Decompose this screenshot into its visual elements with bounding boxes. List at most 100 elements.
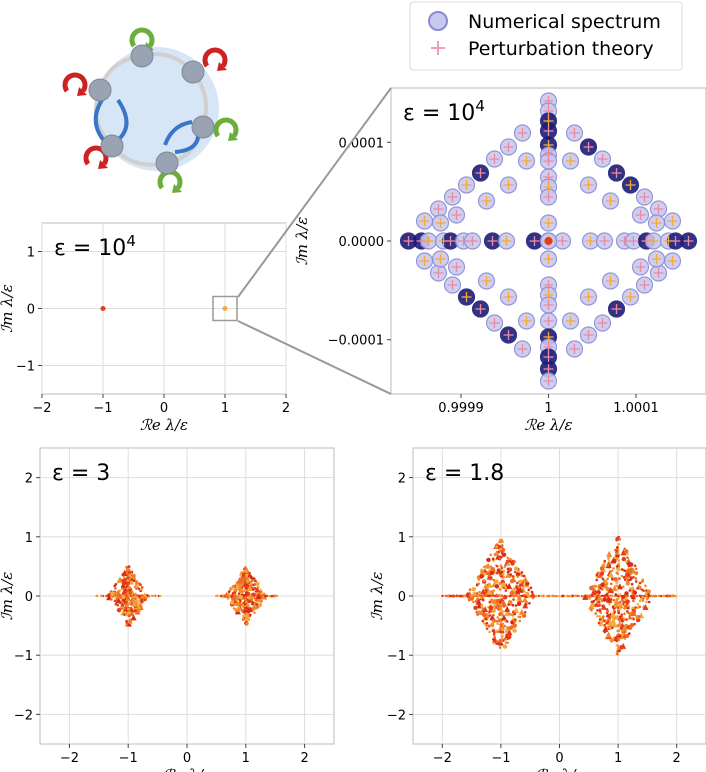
eigenvalue-point [592, 599, 596, 603]
eigenvalue-point [221, 594, 225, 598]
eigenvalue-point [524, 602, 528, 606]
eigenvalue-point [250, 595, 254, 599]
eigenvalue-point [645, 597, 649, 601]
eigenvalue-point [499, 623, 503, 626]
eigenvalue-point [506, 563, 509, 567]
eigenvalue-point [244, 606, 248, 610]
perturbation-marker [543, 126, 554, 136]
eigenvalue-point [529, 591, 536, 598]
eigenvalue-point [498, 646, 502, 649]
eigenvalue-point [482, 565, 486, 569]
perturbation-marker [447, 280, 458, 290]
eigenvalue-point [540, 594, 544, 598]
perturbation-marker [605, 196, 616, 206]
eigenvalue-point [647, 593, 650, 596]
eigenvalue-point [638, 599, 642, 603]
eigenvalue-point [502, 569, 506, 573]
eigenvalue-point [616, 577, 620, 581]
eigenvalue-point [619, 645, 623, 649]
eigenvalue-point [597, 621, 601, 625]
eigenvalue-point [488, 600, 492, 604]
eigenvalue-point [274, 594, 278, 597]
eigenvalue-point [615, 571, 619, 574]
eigenvalue-point [484, 564, 488, 568]
eigenvalue-point [594, 612, 597, 615]
perturbation-marker [543, 376, 554, 386]
perturbation-marker [543, 192, 554, 202]
eigenvalue-point [510, 561, 515, 566]
eigenvalue-point [252, 583, 255, 587]
eigenvalue-point [513, 612, 516, 615]
perturbation-marker [503, 330, 514, 340]
perturbation-marker [683, 236, 694, 246]
eigenvalue-point [518, 579, 523, 584]
perturbation-marker [583, 142, 594, 152]
eigenvalue-point [561, 594, 565, 598]
eigenvalue-point [125, 623, 129, 627]
eigenvalue-point [594, 585, 598, 588]
eigenvalue-point [615, 580, 619, 584]
eigenvalue-point [608, 602, 611, 606]
eigenvalue-point [545, 594, 548, 598]
eigenvalue-point [517, 569, 520, 572]
eigenvalue-point [222, 306, 228, 311]
eigenvalue-point [500, 570, 504, 574]
eigenvalue-point [245, 621, 249, 625]
eigenvalue-point [605, 611, 609, 615]
eigenvalue-point [496, 544, 499, 547]
eigenvalue-point [138, 594, 141, 598]
eigenvalue-point [254, 586, 261, 593]
eigenvalue-point [240, 571, 244, 574]
eigenvalue-point [496, 571, 499, 575]
eigenvalue-point [123, 607, 127, 611]
eigenvalue-point [599, 611, 603, 615]
eigenvalue-point [617, 611, 621, 615]
zoom-connector [237, 87, 392, 395]
perturbation-marker [565, 316, 576, 326]
eigenvalue-point [617, 597, 620, 600]
eigenvalue-point [466, 592, 470, 595]
eigenvalue-point [500, 566, 504, 570]
eigenvalue-point [525, 600, 529, 604]
eigenvalue-point [615, 639, 619, 643]
eigenvalue-point [488, 574, 491, 578]
eigenvalue-point [495, 640, 499, 644]
perturbation-marker [543, 218, 554, 228]
tick-label-y: 2 [25, 472, 33, 487]
perturbation-marker [489, 154, 500, 164]
eigenvalue-point [483, 585, 487, 589]
perturbation-marker [543, 96, 554, 106]
perturbation-marker [557, 236, 568, 246]
eigenvalue-point [509, 573, 513, 576]
eigenvalue-point [116, 593, 122, 598]
eigenvalue-point [603, 630, 607, 634]
tick-label-x: −2 [60, 751, 79, 766]
eigenvalue-point [512, 587, 516, 591]
eigenvalue-point [516, 581, 519, 585]
eigenvalue-point [522, 576, 529, 583]
eigenvalue-point [256, 596, 263, 603]
eigenvalue-point [623, 578, 627, 582]
eigenvalue-point [624, 633, 630, 638]
eigenvalue-point [603, 559, 607, 563]
eigenvalue-point [508, 630, 511, 634]
eigenvalue-point [498, 619, 501, 623]
eigenvalue-point [605, 631, 612, 638]
eigenvalue-point [500, 575, 503, 578]
eigenvalue-point [488, 614, 492, 617]
eigenvalue-point [232, 607, 236, 610]
eigenvalue-point [606, 596, 613, 603]
eigenvalue-point [494, 630, 498, 633]
eigenvalue-point [626, 556, 629, 559]
perturbation-marker [635, 262, 646, 272]
eigenvalue-point [231, 585, 234, 589]
eigenvalue-point [623, 630, 627, 634]
eigenvalue-point [525, 581, 530, 586]
eigenvalue-point [514, 604, 518, 607]
eigenvalue-point [617, 586, 621, 589]
perturbation-marker [583, 180, 594, 190]
eigenvalue-point [615, 567, 619, 571]
eigenvalue-point [143, 598, 146, 602]
eigenvalue-point [481, 590, 484, 594]
